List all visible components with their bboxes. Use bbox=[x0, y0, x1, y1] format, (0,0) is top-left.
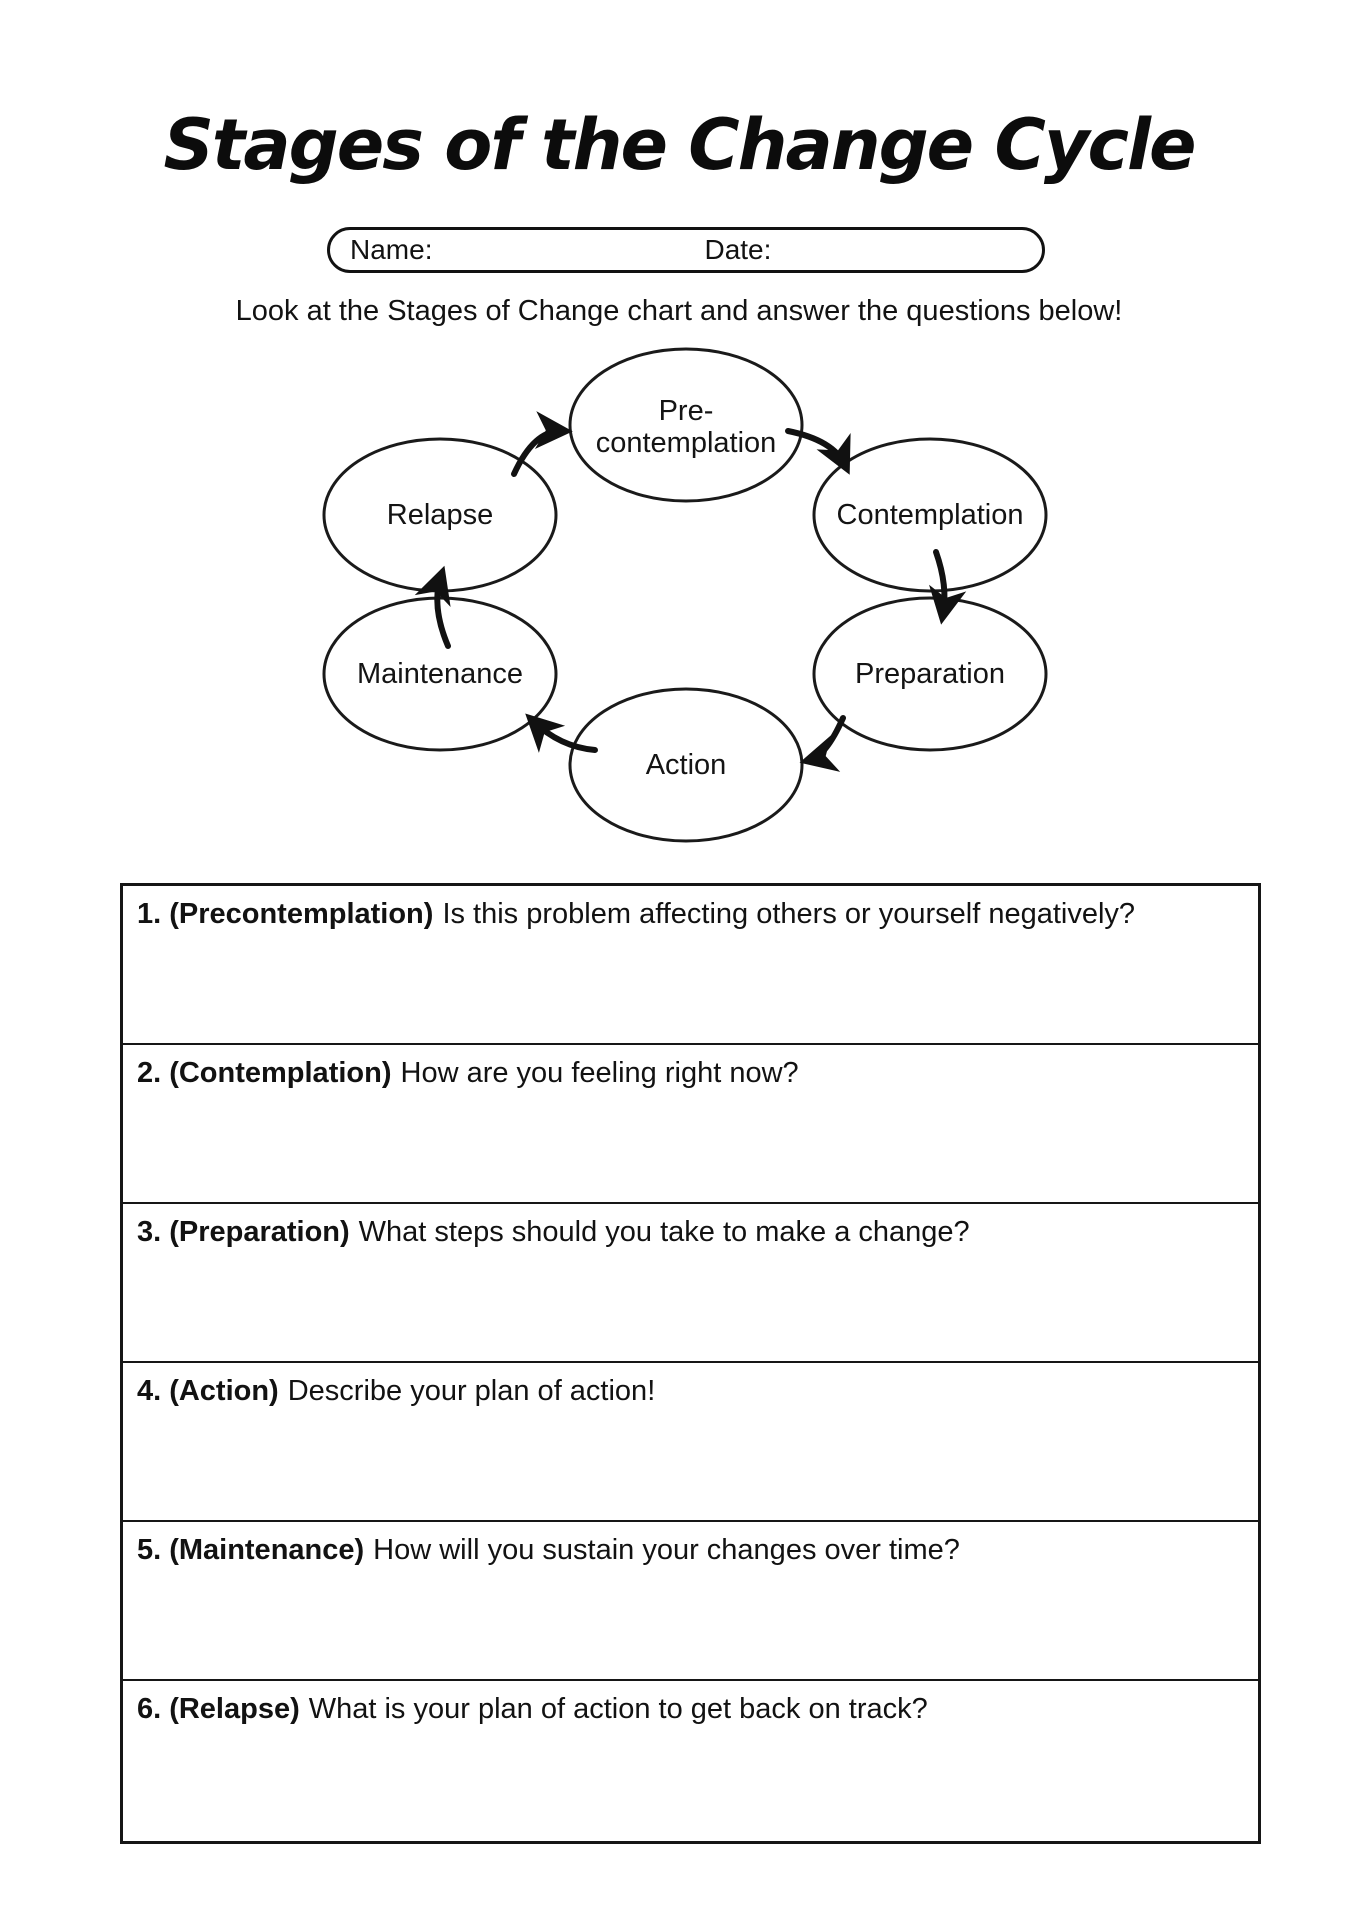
question-stage: (Precontemplation) bbox=[169, 898, 434, 930]
question-text: How will you sustain your changes over t… bbox=[373, 1534, 960, 1566]
question-stage: (Action) bbox=[169, 1375, 279, 1407]
page-title: Stages of the Change Cycle bbox=[163, 104, 1197, 186]
question-number: 1. bbox=[137, 898, 162, 930]
question-stage: (Preparation) bbox=[169, 1216, 350, 1248]
question-text: How are you feeling right now? bbox=[400, 1057, 799, 1089]
date-fill-blank[interactable] bbox=[771, 230, 1042, 270]
arrow-preparation-to-action bbox=[799, 715, 846, 772]
question-stage: (Contemplation) bbox=[169, 1057, 392, 1089]
arrow-maintenance-to-relapse bbox=[414, 565, 451, 649]
arrow-precontemplation-to-contemplation bbox=[785, 428, 851, 475]
question-row-6: 6.(Relapse)What is your plan of action t… bbox=[123, 1681, 1258, 1840]
answer-space-4[interactable] bbox=[123, 1420, 1258, 1520]
arrow-action-to-maintenance bbox=[525, 713, 598, 753]
name-fill-blank[interactable] bbox=[432, 230, 704, 270]
instruction-text: Look at the Stages of Change chart and a… bbox=[235, 295, 1123, 327]
stage-label-precontemplation-line2: contemplation bbox=[596, 427, 777, 459]
stage-label-relapse: Relapse bbox=[387, 499, 493, 531]
question-stage: (Relapse) bbox=[169, 1693, 300, 1725]
questions-table: 1.(Precontemplation)Is this problem affe… bbox=[120, 883, 1261, 1844]
question-row-4: 4.(Action)Describe your plan of action! bbox=[123, 1363, 1258, 1522]
stage-label-contemplation: Contemplation bbox=[837, 499, 1024, 531]
arrow-contemplation-to-preparation bbox=[929, 549, 967, 625]
question-text: What steps should you take to make a cha… bbox=[358, 1216, 970, 1248]
answer-space-1[interactable] bbox=[123, 943, 1258, 1043]
name-date-box: Name: Date: bbox=[327, 227, 1045, 273]
arrow-relapse-to-precontemplation bbox=[511, 411, 573, 477]
stage-label-preparation: Preparation bbox=[855, 658, 1005, 690]
question-stage: (Maintenance) bbox=[169, 1534, 365, 1566]
name-label: Name: bbox=[350, 234, 433, 265]
answer-space-3[interactable] bbox=[123, 1261, 1258, 1361]
answer-space-5[interactable] bbox=[123, 1579, 1258, 1679]
stage-label-precontemplation-line1: Pre- bbox=[659, 395, 714, 427]
stage-label-maintenance: Maintenance bbox=[357, 658, 523, 690]
question-number: 3. bbox=[137, 1216, 162, 1248]
date-label: Date: bbox=[704, 234, 772, 265]
question-text: Is this problem affecting others or your… bbox=[442, 898, 1136, 930]
question-row-2: 2.(Contemplation)How are you feeling rig… bbox=[123, 1045, 1258, 1204]
answer-space-2[interactable] bbox=[123, 1102, 1258, 1202]
change-cycle-diagram: Pre- contemplation Contemplation Prepara… bbox=[322, 347, 1048, 843]
answer-space-6[interactable] bbox=[123, 1740, 1258, 1840]
question-number: 4. bbox=[137, 1375, 162, 1407]
question-number: 6. bbox=[137, 1693, 162, 1725]
question-number: 5. bbox=[137, 1534, 162, 1566]
question-text: Describe your plan of action! bbox=[287, 1375, 656, 1407]
question-number: 2. bbox=[137, 1057, 162, 1089]
question-row-5: 5.(Maintenance)How will you sustain your… bbox=[123, 1522, 1258, 1681]
question-row-3: 3.(Preparation)What steps should you tak… bbox=[123, 1204, 1258, 1363]
stage-label-action: Action bbox=[646, 749, 727, 781]
question-text: What is your plan of action to get back … bbox=[308, 1693, 928, 1725]
question-row-1: 1.(Precontemplation)Is this problem affe… bbox=[123, 886, 1258, 1045]
